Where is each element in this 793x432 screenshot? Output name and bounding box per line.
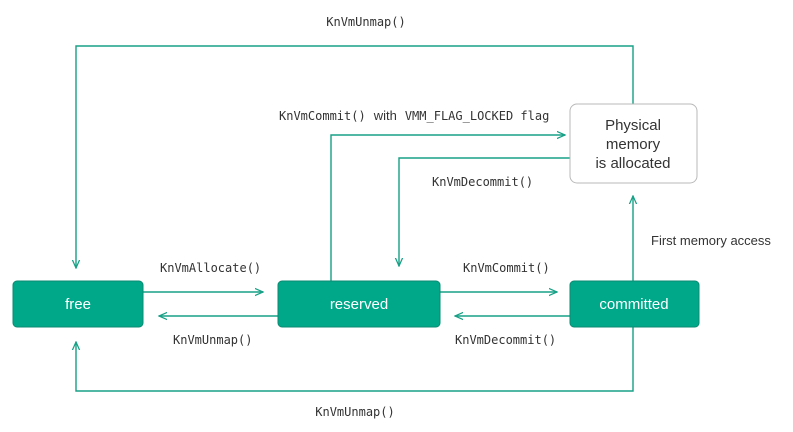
arrow-unmap-physical-to-free [76,45,634,268]
arrow-unmap-committed-to-free [76,327,634,392]
state-free-label: free [65,296,91,313]
label-allocate: KnVmAllocate() [160,261,261,275]
label-commit: KnVmCommit() [463,261,550,275]
state-reserved: reserved [277,280,441,328]
state-physical-memory: Physical memory is allocated [569,103,698,184]
arrow-decommit-physical-to-reserved [399,157,570,266]
state-committed-box [569,280,700,328]
label-commit-locked-flag: VMM_FLAG_LOCKED flag [405,109,550,123]
state-physical-label-line2: memory [606,136,661,153]
arrow-commit-locked-reserved-to-physical [330,135,565,281]
state-free-box [12,280,144,328]
state-physical-box [569,103,698,184]
label-decommit-physical: KnVmDecommit() [432,175,533,189]
state-free: free [12,280,144,328]
state-physical-label-line3: is allocated [595,155,670,172]
state-physical-label-line1: Physical [605,117,661,134]
label-decommit: KnVmDecommit() [455,333,556,347]
state-reserved-box [277,280,441,328]
label-bottom-unmap: KnVmUnmap() [315,405,394,419]
state-reserved-label: reserved [330,296,388,313]
label-unmap-reserved: KnVmUnmap() [173,333,252,347]
state-committed: committed [569,280,700,328]
label-commit-locked: KnVmCommit() with VMM_FLAG_LOCKED flag [279,107,549,124]
label-top-unmap: KnVmUnmap() [326,15,405,29]
label-commit-locked-with: with [373,108,397,123]
label-commit-locked-fn: KnVmCommit() [279,109,366,123]
label-first-access: First memory access [651,233,771,248]
state-committed-label: committed [599,296,668,313]
